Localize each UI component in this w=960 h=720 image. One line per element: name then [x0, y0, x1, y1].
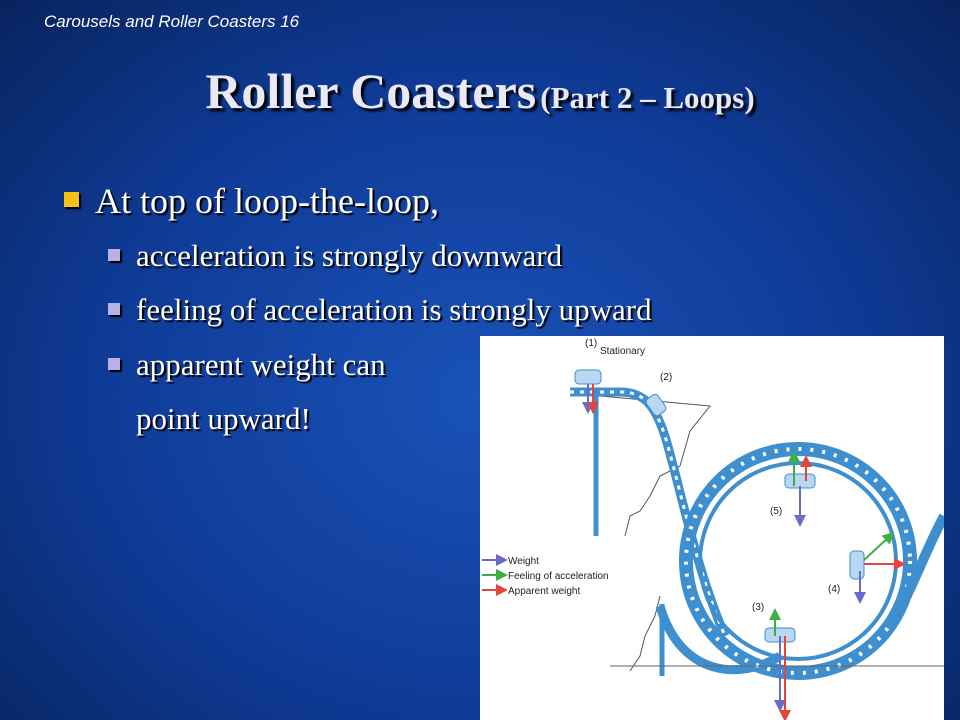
sub-bullet-2: feeling of acceleration is strongly upwa… [108, 292, 652, 328]
hillside [599, 395, 711, 537]
sub-bullet-3-continuation: point upward! [136, 401, 311, 436]
figure-legend: Weight Feeling of acceleration Apparent … [482, 554, 609, 597]
car-4 [849, 550, 865, 580]
car-2 [645, 393, 667, 417]
car-1 [574, 369, 602, 385]
car-5 [784, 473, 816, 489]
stationary-label: Stationary [600, 346, 645, 357]
title-subtitle: (Part 2 – Loops) [540, 80, 755, 115]
left-hill [629, 595, 661, 672]
bullet-square-icon [108, 249, 120, 261]
position-label-1: (1) [585, 338, 597, 349]
sub-bullet-3-text: apparent weight can [136, 347, 386, 382]
roller-coaster-figure: (1) Stationary (2) (3) (4) (5) Weight Fe… [480, 336, 944, 720]
sub-bullet-3: apparent weight can [108, 347, 386, 383]
position-label-3: (3) [752, 602, 764, 613]
bullet-square-icon [108, 358, 120, 370]
slide-title: Roller Coasters (Part 2 – Loops) [0, 62, 960, 120]
position-label-4: (4) [828, 584, 840, 595]
legend-apparent-weight: Apparent weight [508, 586, 580, 597]
legend-weight: Weight [508, 556, 539, 567]
position-label-2: (2) [660, 372, 672, 383]
bullet-square-icon [108, 303, 120, 315]
sub-bullet-1-text: acceleration is strongly downward [136, 238, 563, 273]
exit-track [885, 513, 944, 629]
bullet-level1-text: At top of loop-the-loop, [95, 181, 439, 221]
roller-coaster-diagram: (1) Stationary (2) (3) (4) (5) Weight Fe… [482, 338, 944, 720]
bullet-level1: At top of loop-the-loop, [64, 180, 439, 222]
sub-bullet-2-text: feeling of acceleration is strongly upwa… [136, 292, 652, 327]
sub-bullet-1: acceleration is strongly downward [108, 238, 562, 274]
bullet-square-icon [64, 192, 79, 207]
slide-header-tag: Carousels and Roller Coasters 16 [44, 12, 300, 31]
position-label-5: (5) [770, 506, 782, 517]
title-main: Roller Coasters [205, 63, 537, 119]
legend-feeling-of-acceleration: Feeling of acceleration [508, 571, 609, 582]
